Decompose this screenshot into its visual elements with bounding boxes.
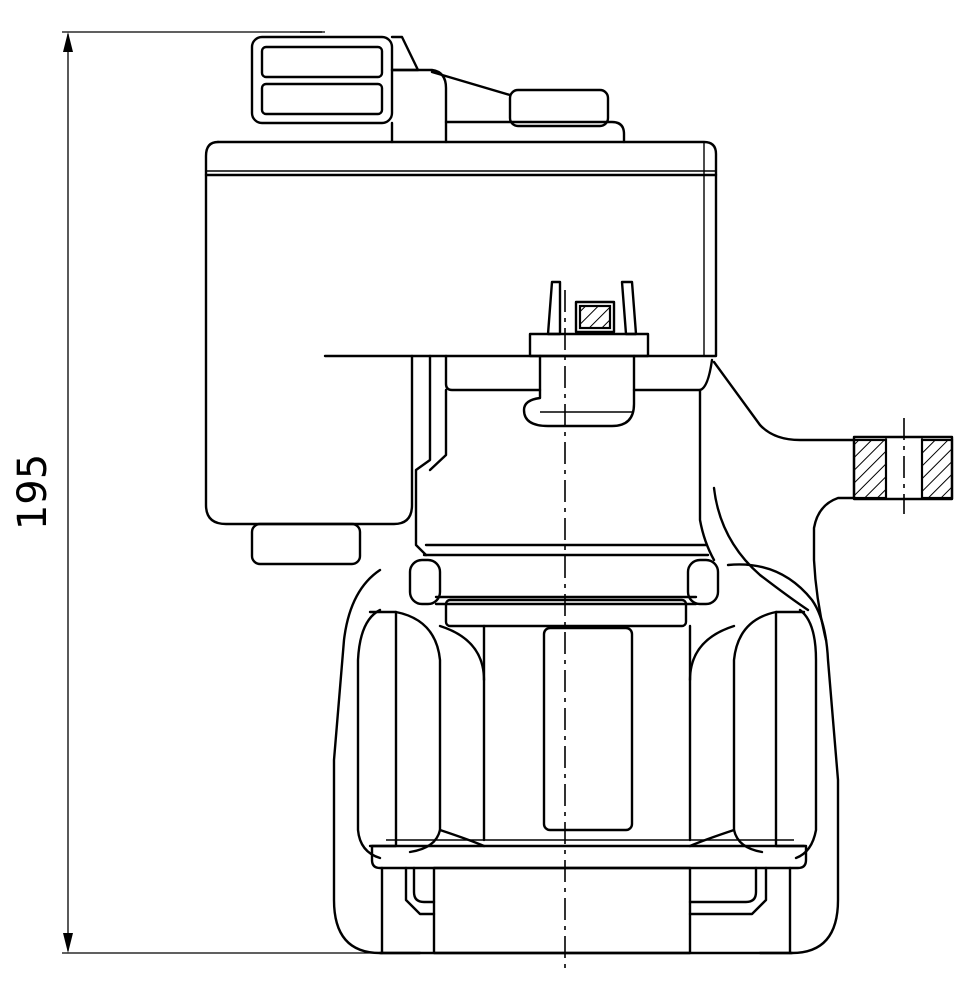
finger-divider-right-curve: [688, 624, 736, 848]
caliper-lower-section: [370, 844, 808, 955]
top-cap-base: [444, 120, 626, 144]
housing-left-wall: [204, 140, 414, 526]
finger-left-outer: [368, 610, 398, 848]
housing-foot: [250, 522, 362, 566]
height-dimension: 195: [10, 31, 410, 954]
sensor-flange: [528, 332, 650, 358]
connector-block: [250, 31, 626, 144]
caliper-right-flank: [698, 388, 716, 562]
mounting-bracket: [712, 360, 954, 642]
caliper-bridge-right: [632, 358, 714, 392]
pad-slot: [542, 626, 634, 832]
sensor-socket: [522, 354, 636, 428]
brake-pad-section: [332, 563, 840, 955]
lower-right-inner: [688, 866, 758, 904]
piston-ring-left: [408, 558, 442, 606]
finger-right-inner: [732, 610, 778, 854]
sensor-body: [574, 300, 616, 334]
connector-slot-upper: [260, 45, 384, 79]
caliper-left-flank-inner: [428, 388, 448, 472]
caliper-inner-right: [794, 608, 818, 860]
bracket-hatch-left: [852, 438, 888, 500]
lower-block: [432, 866, 692, 955]
caliper-bridge: [444, 354, 542, 392]
caliper-left-flank: [414, 354, 432, 557]
sensor-pin-right: [620, 280, 638, 336]
dimension-arrow-bottom: [63, 933, 73, 953]
sensor-pin-left: [546, 280, 562, 336]
connector-neck: [390, 68, 448, 144]
connector-housing: [250, 35, 394, 125]
connector-slot-lower: [260, 82, 384, 116]
sensor-hatched-core: [578, 304, 612, 330]
caliper-outer-left: [332, 568, 422, 955]
electronics-housing: [204, 140, 718, 566]
sensor-plug: [522, 280, 650, 428]
bracket-upper-edge: [712, 360, 856, 442]
bracket-curve: [712, 486, 810, 612]
lower-bridge: [370, 844, 808, 870]
finger-divider-left-curve: [438, 624, 486, 848]
top-cap: [508, 88, 610, 128]
caliper-inner-left: [356, 608, 382, 860]
lower-right-pocket: [688, 866, 792, 955]
connector-cable-ramp: [430, 70, 512, 97]
finger-right-outer: [774, 610, 806, 848]
finger-left-inner: [394, 610, 442, 854]
piston-ring-right: [686, 558, 720, 606]
lower-left-inner: [412, 866, 436, 904]
pad-backing-plate: [444, 598, 688, 628]
dimension-arrow-top: [63, 32, 73, 52]
bracket-hatch-right: [920, 438, 954, 500]
caliper-outer-right: [726, 563, 840, 955]
dimension-value: 195: [10, 454, 56, 530]
lower-left-pocket: [380, 866, 436, 955]
caliper-upper-body: [408, 354, 720, 606]
connector-tab: [390, 35, 420, 72]
